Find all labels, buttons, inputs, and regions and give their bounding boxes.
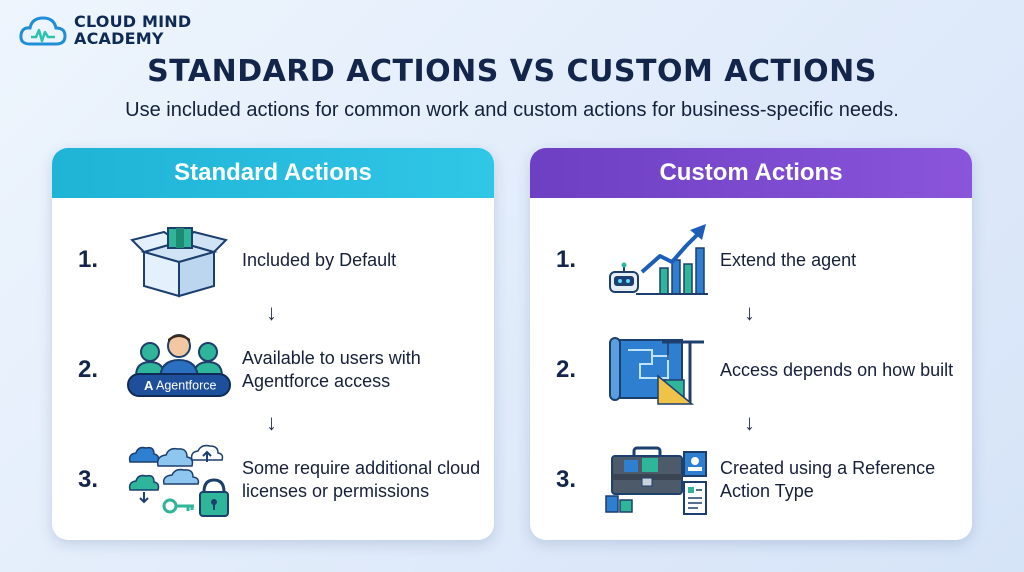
step-text: Some require additional cloud licenses o… bbox=[242, 458, 481, 501]
standard-actions-header: Standard Actions bbox=[52, 148, 494, 198]
step-number: 3. bbox=[556, 466, 577, 493]
step-number: 2. bbox=[78, 356, 99, 383]
custom-actions-card: Custom Actions 1. Extend the agent ↓ bbox=[530, 148, 972, 540]
step-number: 2. bbox=[556, 356, 577, 383]
down-arrow-icon: ↓ bbox=[266, 300, 277, 325]
step-text: Extend the agent bbox=[720, 249, 857, 270]
page-subtitle: Use included actions for common work and… bbox=[125, 99, 899, 121]
open-box-icon bbox=[124, 220, 234, 300]
step-text: Included by Default bbox=[242, 249, 397, 270]
robot-growth-chart-icon bbox=[602, 220, 712, 300]
custom-step-2: 2. Access depends on how built bbox=[530, 330, 972, 410]
toolbox-icon bbox=[602, 440, 712, 520]
brand-name: CLOUD MIND ACADEMY bbox=[74, 12, 192, 48]
custom-step-1: 1. Extend the agent bbox=[530, 220, 972, 300]
step-number: 1. bbox=[556, 246, 577, 273]
svg-text:A: A bbox=[144, 378, 154, 393]
down-arrow-icon: ↓ bbox=[744, 410, 755, 435]
step-text: Created using a Reference Action Type bbox=[720, 458, 936, 501]
blueprint-crane-icon bbox=[602, 330, 712, 410]
standard-step-1: 1. Included by Default bbox=[52, 220, 494, 300]
cloud-brain-logo-icon bbox=[19, 16, 67, 46]
cloud-key-lock-icon bbox=[124, 440, 234, 520]
down-arrow-icon: ↓ bbox=[266, 410, 277, 435]
agentforce-badge: Agentforce bbox=[156, 379, 217, 393]
page-title: STANDARD ACTIONS VS CUSTOM ACTIONS bbox=[147, 54, 877, 89]
standard-step-3: 3. Some require additional cloud license… bbox=[52, 440, 494, 520]
brand-logo: CLOUD MIND ACADEMY bbox=[18, 10, 191, 50]
standard-step-2: 2. A Agentforce Available to users with … bbox=[52, 330, 494, 410]
step-text: Available to users with Agentforce acces… bbox=[242, 348, 421, 391]
custom-actions-header: Custom Actions bbox=[530, 148, 972, 198]
down-arrow-icon: ↓ bbox=[744, 300, 755, 325]
step-number: 3. bbox=[78, 466, 99, 493]
users-agentforce-icon: A Agentforce bbox=[124, 330, 234, 410]
step-number: 1. bbox=[78, 246, 99, 273]
custom-step-3: 3. Created using a bbox=[530, 440, 972, 520]
step-text: Access depends on how built bbox=[720, 359, 954, 380]
standard-actions-card: Standard Actions 1. Included by Default … bbox=[52, 148, 494, 540]
